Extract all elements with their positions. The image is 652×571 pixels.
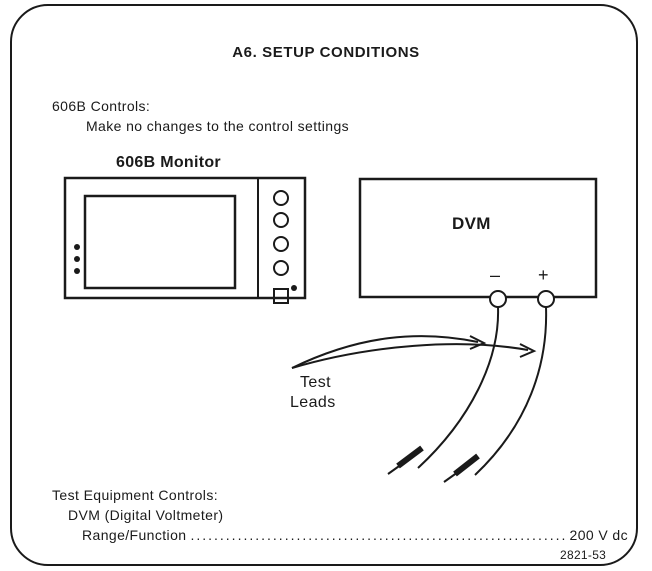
dvm-label: DVM: [452, 214, 491, 233]
range-function-label: Range/Function: [82, 527, 187, 543]
figure-frame: [10, 4, 638, 566]
test-equipment-device: DVM (Digital Voltmeter): [68, 507, 224, 523]
monitor-controls-instruction: Make no changes to the control settings: [86, 118, 350, 134]
test-equipment-heading: Test Equipment Controls:: [52, 487, 219, 503]
monitor-power-led: [291, 285, 297, 291]
monitor-control-knob: [273, 212, 289, 228]
dot-leader: ........................................…: [190, 527, 565, 543]
arrowhead: [519, 343, 537, 358]
dvm-plus-label: +: [538, 265, 549, 285]
figure-title: A6. SETUP CONDITIONS: [232, 44, 420, 61]
dvm-negative-jack: [489, 290, 507, 308]
dvm-instrument: [358, 177, 598, 308]
range-function-row: Range/Function .........................…: [82, 527, 638, 543]
test-lead-negative: [417, 306, 500, 469]
range-function-value: 200 V dc: [569, 527, 628, 543]
test-leads-label-line1: Test: [300, 374, 331, 391]
leads-pointer-arrow: [291, 343, 529, 369]
monitor-indicator-dot: [74, 268, 80, 274]
monitor-indicator-dot: [74, 256, 80, 262]
monitor-606b: [63, 176, 307, 304]
dvm-minus-label: –: [490, 265, 501, 285]
monitor-control-knob: [273, 190, 289, 206]
test-leads: [291, 306, 548, 483]
arrowhead: [469, 335, 487, 350]
monitor-power-switch: [273, 288, 289, 304]
monitor-label: 606B Monitor: [116, 154, 221, 171]
monitor-control-knob: [273, 260, 289, 276]
figure-number: 2821-53: [560, 548, 607, 562]
test-lead-positive: [474, 306, 548, 476]
monitor-screen: [83, 194, 237, 290]
test-leads-label-line2: Leads: [290, 394, 336, 411]
monitor-controls-heading: 606B Controls:: [52, 98, 151, 114]
monitor-control-knob: [273, 236, 289, 252]
dvm-positive-jack: [537, 290, 555, 308]
monitor-indicator-dot: [74, 244, 80, 250]
leads-pointer-arrow: [291, 335, 479, 369]
